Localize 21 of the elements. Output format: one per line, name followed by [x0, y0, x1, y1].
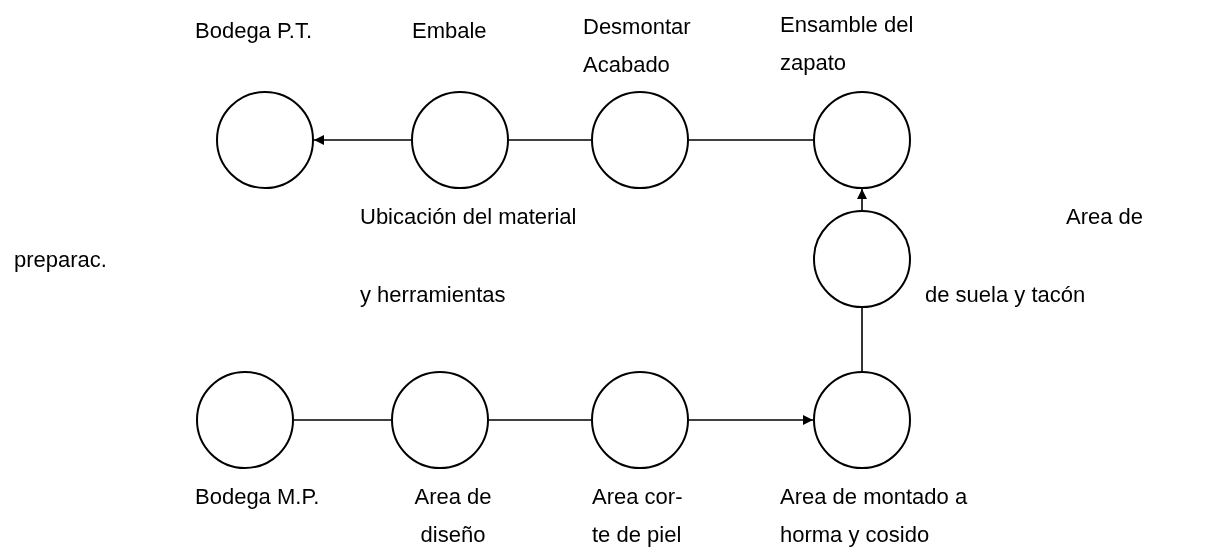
connector-line: [293, 419, 392, 421]
text-label: Ubicación del material: [360, 203, 577, 231]
node-label: Desmontar Acabado: [583, 13, 692, 79]
connector-line: [688, 139, 814, 141]
node-label: Bodega P.T.: [195, 17, 314, 45]
connector-line: [313, 135, 412, 145]
node-label: Area de diseño: [413, 483, 493, 549]
node-label: Area cor- te de piel: [592, 483, 684, 549]
text-label: y herramientas: [360, 281, 506, 309]
text-label: de suela y tacón: [925, 281, 1086, 309]
connector-line: [688, 415, 814, 425]
node-label: Area de montado a horma y cosido: [780, 483, 969, 549]
text-label: preparac.: [14, 246, 107, 274]
connector-line: [861, 307, 863, 372]
connector-line: [488, 419, 592, 421]
text-label: Area de: [1066, 203, 1144, 231]
node-label: Ensamble del zapato: [780, 11, 915, 77]
node-label: Embale: [412, 17, 488, 45]
connector-line: [508, 139, 592, 141]
node-label: Bodega M.P.: [195, 483, 321, 511]
connector-line: [857, 188, 867, 211]
